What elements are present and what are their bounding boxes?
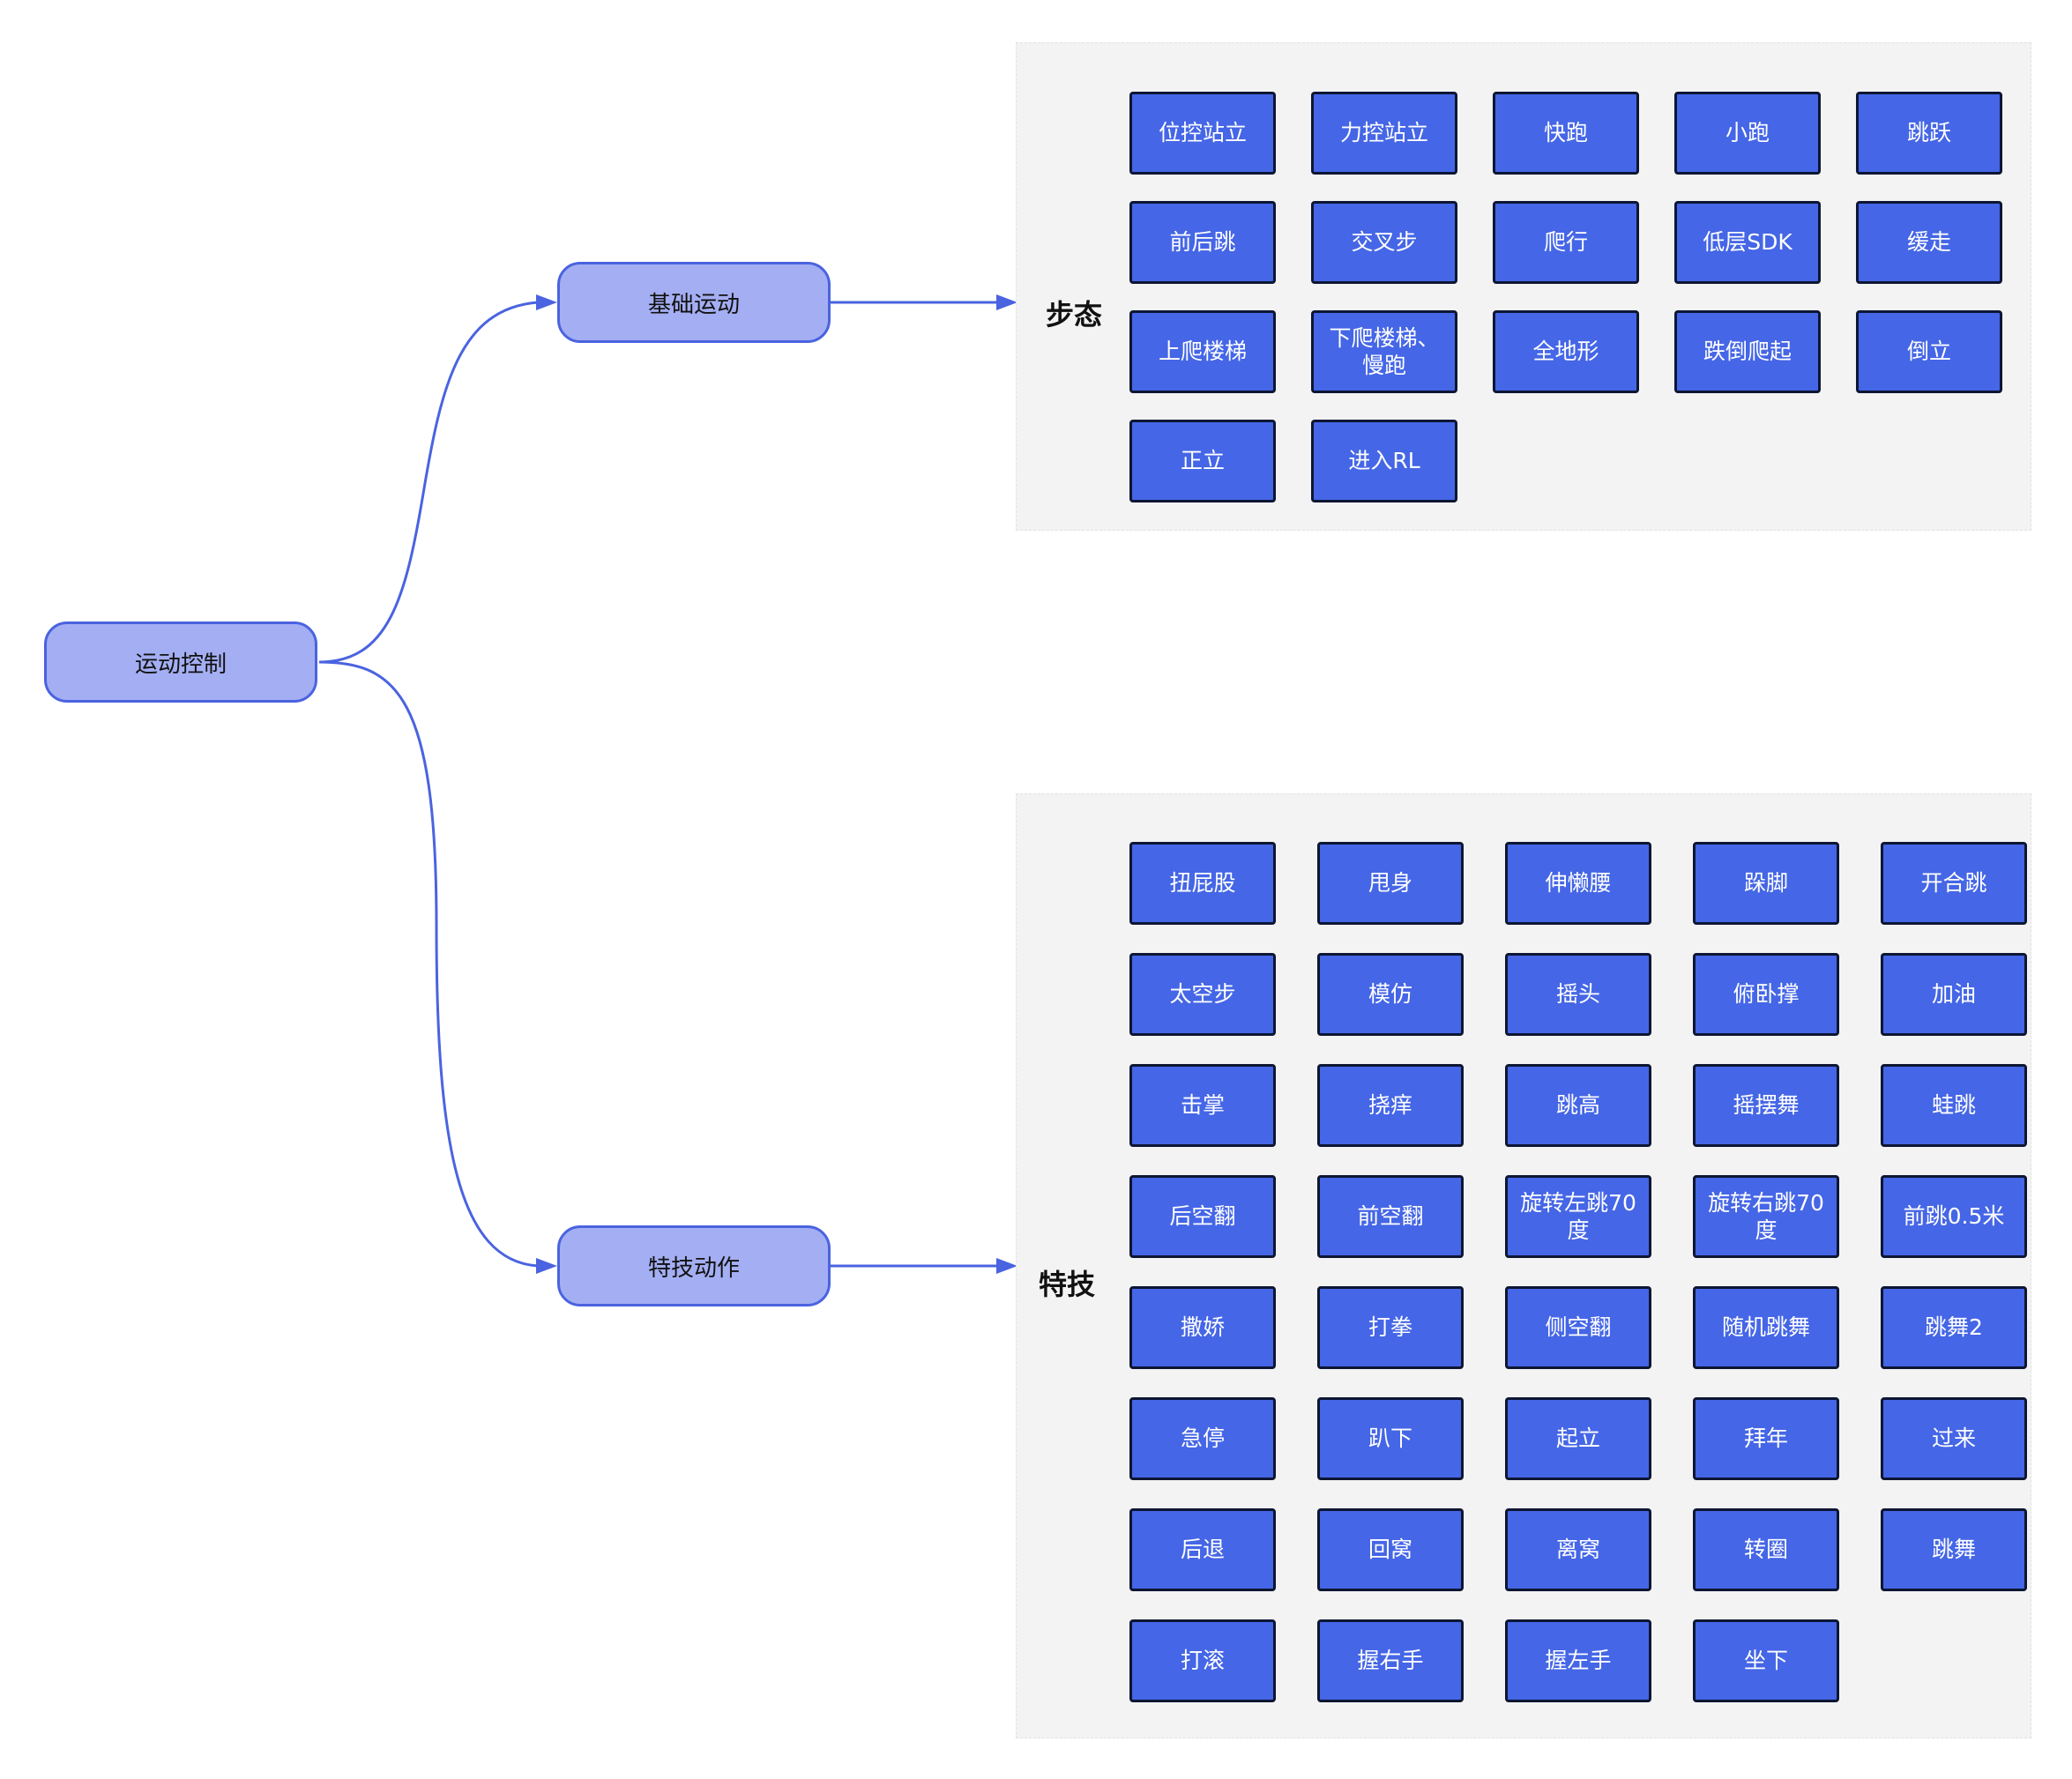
gait-mode-button[interactable]: 上爬楼梯 [1129,310,1276,393]
trick-action-button[interactable]: 跺脚 [1693,842,1839,925]
trick-action-button[interactable]: 摇头 [1505,953,1651,1036]
gait-mode-button[interactable]: 前后跳 [1129,201,1276,284]
trick-action-button[interactable]: 甩身 [1317,842,1464,925]
gait-group-label: 步态 [1046,298,1103,331]
trick-action-button[interactable]: 坐下 [1693,1619,1839,1702]
trick-action-button[interactable]: 扭屁股 [1129,842,1276,925]
gait-mode-button[interactable]: 低层SDK [1674,201,1821,284]
trick-action-button[interactable]: 俯卧撑 [1693,953,1839,1036]
trick-action-button[interactable]: 旋转左跳70度 [1505,1175,1651,1258]
gait-mode-button[interactable]: 全地形 [1493,310,1639,393]
gait-mode-button[interactable]: 爬行 [1493,201,1639,284]
trick-action-button[interactable]: 太空步 [1129,953,1276,1036]
trick-action-button[interactable]: 击掌 [1129,1064,1276,1147]
root-node[interactable]: 运动控制 [44,622,317,703]
gait-mode-button[interactable]: 跳跃 [1856,92,2002,175]
trick-action-button[interactable]: 前跳0.5米 [1881,1175,2027,1258]
tricks-group-label: 特技 [1039,1268,1096,1301]
gait-mode-button[interactable]: 快跑 [1493,92,1639,175]
trick-action-button[interactable]: 握右手 [1317,1619,1464,1702]
trick-action-button[interactable]: 旋转右跳70度 [1693,1175,1839,1258]
trick-action-button[interactable]: 转圈 [1693,1508,1839,1591]
trick-action-button[interactable]: 蛙跳 [1881,1064,2027,1147]
gait-mode-button[interactable]: 交叉步 [1311,201,1457,284]
arrowhead-tricks [536,1258,557,1274]
arrowhead-gait [996,294,1017,310]
arrowhead-basic [536,294,557,310]
basic-motion-label: 基础运动 [647,291,740,318]
trick-action-button[interactable]: 前空翻 [1317,1175,1464,1258]
trick-action-button[interactable]: 后空翻 [1129,1175,1276,1258]
trick-action-button[interactable]: 跳舞 [1881,1508,2027,1591]
trick-action-button[interactable]: 侧空翻 [1505,1286,1651,1369]
trick-action-button[interactable]: 挠痒 [1317,1064,1464,1147]
trick-action-button[interactable]: 开合跳 [1881,842,2027,925]
trick-action-button[interactable]: 后退 [1129,1508,1276,1591]
trick-action-button[interactable]: 加油 [1881,953,2027,1036]
gait-mode-button[interactable]: 跌倒爬起 [1674,310,1821,393]
trick-action-button[interactable]: 打滚 [1129,1619,1276,1702]
gait-button-grid: 位控站立力控站立快跑小跑跳跃前后跳交叉步爬行低层SDK 缓走上爬楼梯下爬楼梯、慢跑… [1129,92,2002,502]
connector-root-to-basic [318,301,539,664]
trick-action-button[interactable]: 打拳 [1317,1286,1464,1369]
tricks-button-grid: 扭屁股甩身伸懒腰跺脚开合跳太空步模仿摇头俯卧撑加油击掌挠痒跳高摇摆舞蛙跳后空翻前… [1129,842,2027,1702]
trick-action-button[interactable]: 模仿 [1317,953,1464,1036]
trick-action-button[interactable]: 摇摆舞 [1693,1064,1839,1147]
trick-action-button[interactable]: 起立 [1505,1397,1651,1480]
trick-action-button[interactable]: 回窝 [1317,1508,1464,1591]
trick-action-button[interactable]: 跳高 [1505,1064,1651,1147]
trick-action-button[interactable]: 离窝 [1505,1508,1651,1591]
trick-action-button[interactable]: 撒娇 [1129,1286,1276,1369]
arrowhead-trick-group [996,1258,1017,1274]
trick-action-button[interactable]: 趴下 [1317,1397,1464,1480]
root-node-label: 运动控制 [134,651,227,678]
gait-mode-button[interactable]: 小跑 [1674,92,1821,175]
trick-actions-node[interactable]: 特技动作 [557,1225,831,1306]
trick-actions-label: 特技动作 [647,1254,740,1282]
trick-action-button[interactable]: 过来 [1881,1397,2027,1480]
gait-mode-button[interactable]: 位控站立 [1129,92,1276,175]
trick-action-button[interactable]: 急停 [1129,1397,1276,1480]
gait-mode-button[interactable]: 下爬楼梯、慢跑 [1311,310,1457,393]
basic-motion-node[interactable]: 基础运动 [557,262,831,343]
trick-action-button[interactable]: 握左手 [1505,1619,1651,1702]
gait-mode-button[interactable]: 力控站立 [1311,92,1457,175]
trick-action-button[interactable]: 拜年 [1693,1397,1839,1480]
trick-action-button[interactable]: 伸懒腰 [1505,842,1651,925]
trick-action-button[interactable]: 随机跳舞 [1693,1286,1839,1369]
trick-action-button[interactable]: 跳舞2 [1881,1286,2027,1369]
gait-mode-button[interactable]: 进入RL [1311,420,1457,502]
gait-mode-button[interactable]: 倒立 [1856,310,2002,393]
gait-mode-button[interactable]: 正立 [1129,420,1276,502]
gait-mode-button[interactable]: 缓走 [1856,201,2002,284]
connector-root-to-tricks [318,660,539,1268]
